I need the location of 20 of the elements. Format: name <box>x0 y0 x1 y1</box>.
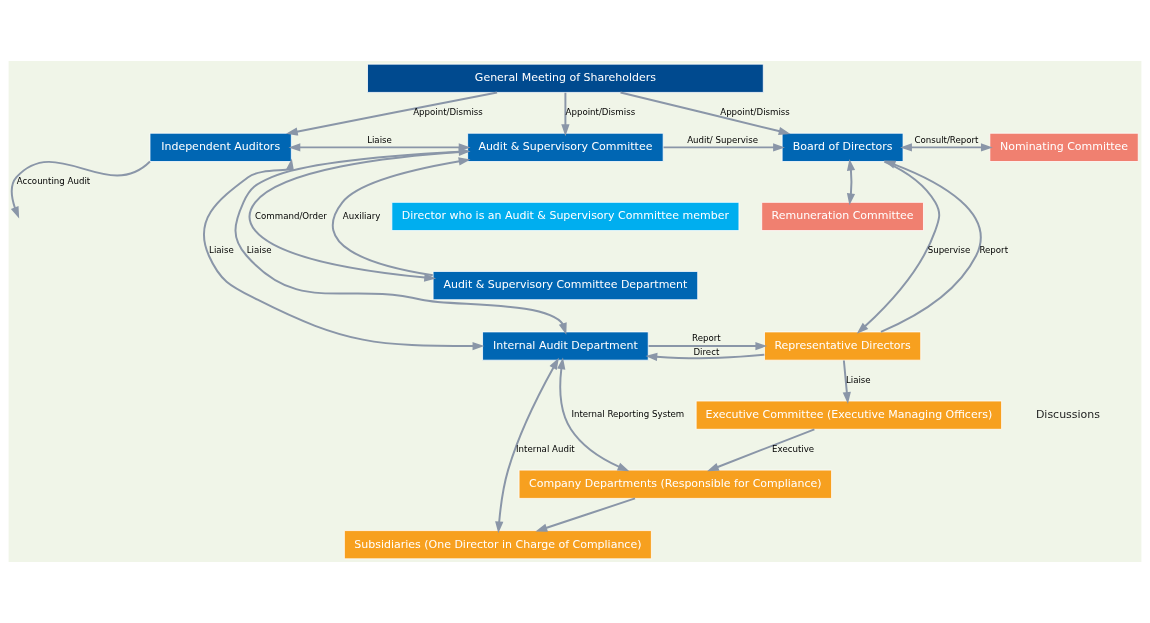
edge-label: Executive <box>772 443 815 454</box>
edge-label: Internal Audit <box>516 443 575 454</box>
edge-label: Liaise <box>845 374 871 385</box>
edge-label: Internal Reporting System <box>571 409 685 420</box>
edge-label: Appoint/Dismiss <box>565 107 636 118</box>
edge-label: Liaise <box>209 245 234 256</box>
edge-label: Audit/ Supervise <box>687 134 759 145</box>
edge-label: Liaise <box>367 134 392 145</box>
edge-label: Report <box>692 333 721 344</box>
edge-label: Command/Order <box>255 210 327 221</box>
edge-label: Supervise <box>927 245 971 256</box>
edge-label: Appoint/Dismiss <box>720 107 790 118</box>
edge-label: Liaise <box>246 245 272 256</box>
edge-label: Accounting Audit <box>16 176 91 187</box>
edge-label: Consult/Report <box>914 134 979 145</box>
edge-label: Auxiliary <box>342 210 381 221</box>
edge-label: Report <box>979 245 1009 256</box>
edge-label: Direct <box>693 347 720 358</box>
edge-label: Appoint/Dismiss <box>413 107 483 118</box>
label: Discussions <box>1035 408 1101 422</box>
